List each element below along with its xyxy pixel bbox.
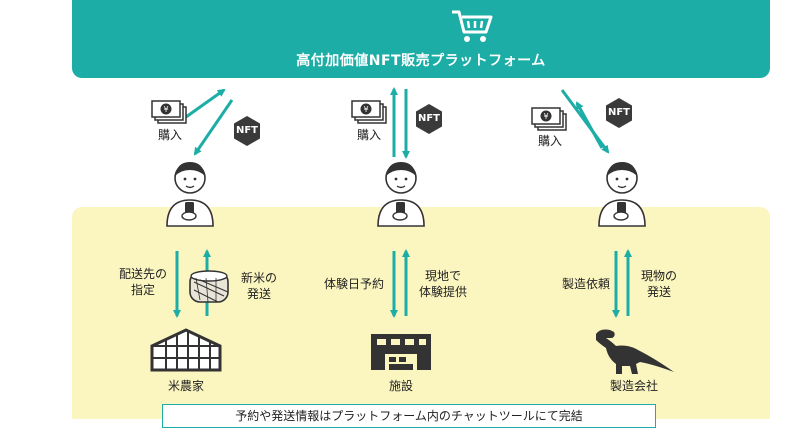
svg-text:¥: ¥	[363, 105, 368, 114]
rice-bag-icon	[189, 270, 229, 303]
nft-arrow-1	[193, 99, 234, 156]
purchase-label: 購入	[538, 134, 563, 148]
purchase-arrow-1	[185, 88, 226, 119]
purchase-label: 購入	[357, 128, 382, 142]
greenhouse-icon	[150, 328, 222, 372]
nft-hexagon-icon	[416, 104, 442, 134]
buyer-person-icon	[166, 162, 214, 227]
new-rice-shipping-label: 新米の 発送	[240, 271, 277, 301]
dinosaur-icon	[596, 329, 674, 374]
manufacture-request-label: 製造依頼	[562, 277, 611, 291]
reservation-label: 体験日予約	[324, 277, 385, 291]
purchase-label: 購入	[158, 128, 183, 142]
nft-label: NFT	[235, 125, 259, 136]
platform-banner: 高付加価値NFT販売プラットフォーム	[72, 0, 770, 78]
buyer-person-icon	[598, 162, 646, 227]
nft-label: NFT	[417, 113, 441, 124]
producer-area	[72, 207, 770, 419]
nft-hexagon-icon	[606, 98, 632, 128]
money-icon: ¥	[151, 100, 187, 124]
rice-farmer-label: 米農家	[167, 379, 204, 393]
physical-shipping-label: 現物の 発送	[640, 269, 677, 299]
svg-text:¥: ¥	[543, 112, 548, 121]
chat-tool-note: 予約や発送情報はプラットフォーム内のチャットツールにて完結	[162, 404, 656, 428]
manufacturer-label: 製造会社	[609, 379, 658, 393]
money-icon: ¥	[351, 100, 387, 124]
flow-arrows	[173, 87, 632, 318]
nft-hexagon-icon	[234, 116, 260, 146]
money-icon: ¥	[531, 107, 567, 131]
facility-icon	[371, 334, 431, 370]
buyer-person-icon	[377, 162, 425, 227]
svg-text:¥: ¥	[163, 105, 168, 114]
purchase-arrow-3	[560, 89, 610, 154]
nft-label: NFT	[607, 107, 631, 118]
nft-arrow-3	[575, 101, 604, 149]
platform-title: 高付加価値NFT販売プラットフォーム	[296, 53, 546, 69]
onsite-experience-label: 現地で 体験提供	[418, 269, 467, 299]
facility-label: 施設	[388, 379, 413, 393]
delivery-instruction-label: 配送先の 指定	[118, 267, 167, 297]
shopping-cart-icon	[452, 10, 493, 42]
